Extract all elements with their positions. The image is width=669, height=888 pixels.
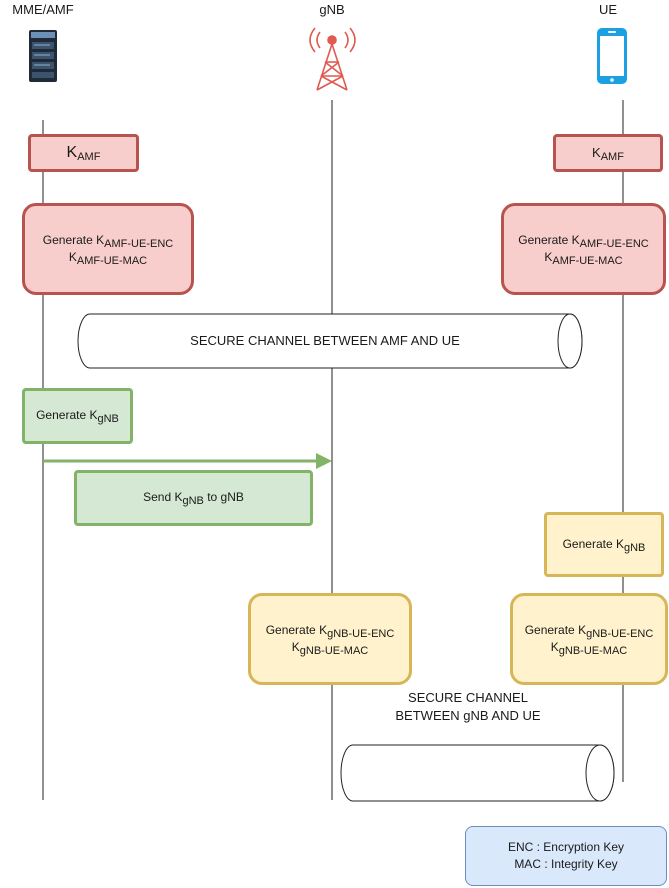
ue-gen-s1: AMF-UE-ENC [579, 237, 649, 250]
ue-gen-gnb-k2: K [550, 640, 559, 654]
ue-kamf-sub: AMF [600, 150, 624, 163]
ue-gen-k1: K [571, 232, 580, 247]
amf-gen-kgnb-prefix: Generate [36, 408, 90, 423]
amf-gen-s1: AMF-UE-ENC [104, 237, 174, 250]
secure-channel-amf-ue-label: SECURE CHANNEL BETWEEN AMF AND UE [190, 333, 460, 348]
gnb-gen-prefix: Generate [265, 622, 320, 637]
send-kgnb-prefix: Send [143, 490, 175, 505]
gnb-gen-s1: gNB-UE-ENC [327, 627, 395, 640]
amf-gen-prefix: Generate [42, 232, 97, 247]
legend-mac: MAC : Integrity Key [514, 857, 618, 871]
ue-gen-kgnb-prefix: Generate [562, 536, 616, 551]
amf-gen-kgnb-k: K [89, 408, 98, 423]
radio-tower-icon [309, 27, 356, 91]
ue-gen-kgnb-k: K [615, 536, 624, 551]
amf-gen-k2: K [68, 250, 77, 264]
ue-generate-amf-keys-box: Generate KAMF-UE-ENC KAMF-UE-MAC [501, 203, 666, 295]
gnb-gen-s2: gNB-UE-MAC [299, 645, 369, 657]
ue-gen-gnb-s1: gNB-UE-ENC [586, 627, 654, 640]
send-kgnb-arrow [43, 453, 332, 469]
ue-kamf-base: K [592, 144, 601, 160]
amf-gen-kgnb-sub: gNB [97, 413, 119, 426]
ue-kamf-box: KAMF [553, 134, 663, 172]
send-kgnb-sub: gNB [182, 495, 204, 508]
send-kgnb-box: Send KgNB to gNB [74, 470, 313, 526]
amf-gen-k1: K [96, 232, 105, 247]
ue-gen-k2: K [544, 250, 553, 264]
secure-channel-amf-ue-pipe [77, 313, 583, 369]
gnb-generate-keys-box: Generate KgNB-UE-ENC KgNB-UE-MAC [248, 593, 412, 685]
amf-gen-s2: AMF-UE-MAC [76, 255, 148, 267]
amf-kamf-box: KAMF [28, 134, 139, 172]
lane-label-gnb: gNB [319, 2, 345, 17]
amf-kamf-base: K [66, 144, 78, 162]
server-rack-icon [29, 30, 57, 82]
gnb-gen-k1: K [319, 622, 328, 637]
secure-channel-gnb-ue-label: SECURE CHANNEL BETWEEN gNB AND UE [360, 689, 576, 725]
secure-channel-gnb-ue-line1: SECURE CHANNEL [408, 690, 528, 705]
send-kgnb-k: K [174, 490, 183, 505]
ue-gen-gnb-k1: K [578, 622, 587, 637]
amf-generate-amf-keys-box: Generate KAMF-UE-ENC KAMF-UE-MAC [22, 203, 194, 295]
ue-gen-prefix: Generate [518, 232, 572, 247]
ue-gen-s2: AMF-UE-MAC [552, 255, 623, 267]
lane-label-amf: MME/AMF [12, 2, 74, 17]
ue-generate-kgnb-box: Generate KgNB [544, 512, 664, 577]
legend-box: ENC : Encryption Key MAC : Integrity Key [465, 826, 667, 886]
ue-gen-kgnb-sub: gNB [623, 541, 646, 554]
mobile-phone-icon [597, 28, 627, 84]
gnb-gen-k2: K [291, 640, 300, 654]
ue-gen-gnb-prefix: Generate [524, 622, 579, 637]
lane-label-ue: UE [598, 2, 618, 17]
amf-generate-kgnb-box: Generate KgNB [22, 388, 133, 444]
ue-gen-gnb-s2: gNB-UE-MAC [558, 645, 628, 657]
send-kgnb-suffix: to gNB [203, 490, 244, 505]
amf-kamf-sub: AMF [77, 151, 101, 164]
secure-channel-gnb-ue-pipe [340, 744, 615, 802]
legend-enc: ENC : Encryption Key [507, 839, 625, 854]
secure-channel-gnb-ue-line2: BETWEEN gNB AND UE [395, 708, 541, 723]
ue-generate-gnb-keys-box: Generate KgNB-UE-ENC KgNB-UE-MAC [510, 593, 668, 685]
